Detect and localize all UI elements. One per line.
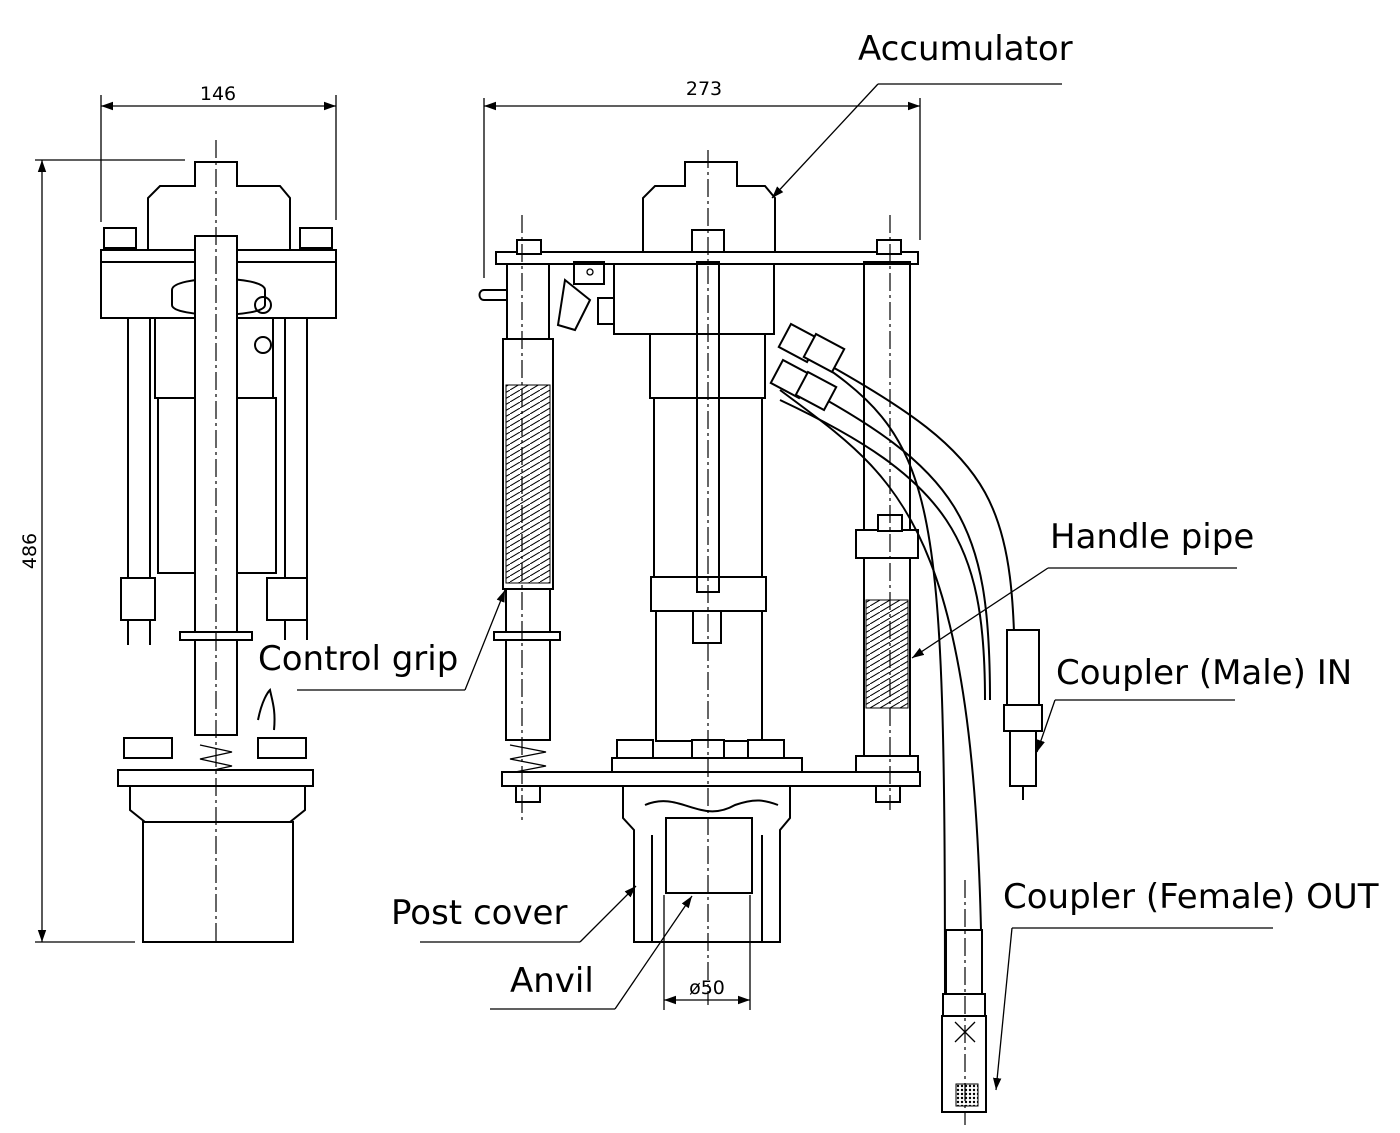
dimension-486: [35, 159, 185, 943]
label-post-cover: Post cover: [391, 893, 567, 933]
callout-coupler-male-in: Coupler (Male) IN: [1036, 653, 1352, 753]
label-coupler-male-in: Coupler (Male) IN: [1056, 653, 1352, 693]
callout-anvil: Anvil: [490, 895, 693, 1010]
side-view: 146 486: [19, 83, 337, 945]
label-control-grip: Control grip: [258, 639, 458, 679]
dimension-273: [483, 98, 921, 278]
dim-diameter-text: ø50: [689, 977, 725, 999]
dimension-diameter-50: [663, 895, 751, 1010]
dim-273-text: 273: [686, 78, 722, 100]
label-handle-pipe: Handle pipe: [1050, 517, 1254, 557]
dimension-146: [100, 95, 337, 222]
dim-486-text: 486: [19, 533, 41, 569]
front-view: 273 ø50: [478, 78, 1043, 1125]
label-anvil: Anvil: [510, 961, 594, 1001]
callout-control-grip: Control grip: [258, 589, 506, 691]
label-coupler-female-out: Coupler (Female) OUT: [1003, 877, 1379, 917]
callout-handle-pipe: Handle pipe: [911, 517, 1254, 659]
callout-coupler-female-out: Coupler (Female) OUT: [992, 877, 1379, 1091]
dim-146-text: 146: [200, 83, 236, 105]
callout-accumulator: Accumulator: [771, 29, 1073, 199]
callout-post-cover: Post cover: [391, 885, 637, 943]
label-accumulator: Accumulator: [858, 29, 1073, 69]
